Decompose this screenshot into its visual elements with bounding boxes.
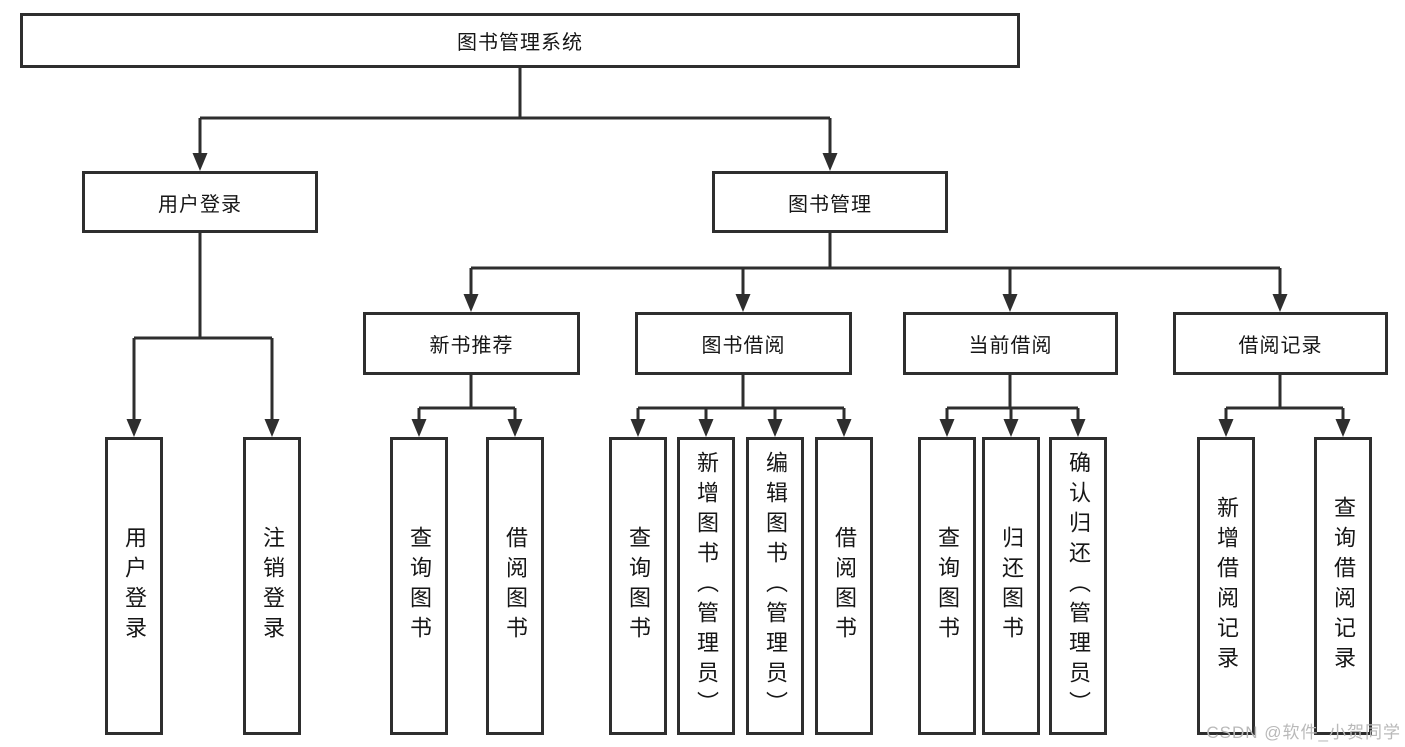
leaf-edit-books-admin: 编辑图书（管理员） xyxy=(746,437,804,735)
leaf-confirm-return-admin: 确认归还（管理员） xyxy=(1049,437,1107,735)
arrowheads xyxy=(126,153,1351,437)
leaf-add-books-admin: 新增图书（管理员） xyxy=(677,437,735,735)
node-root-library-system: 图书管理系统 xyxy=(20,13,1020,68)
leaf-borrow-books: 借阅图书 xyxy=(815,437,873,735)
leaf-query-books-borrow: 查询图书 xyxy=(609,437,667,735)
node-user-login: 用户登录 xyxy=(82,171,318,233)
node-current-borrowing: 当前借阅 xyxy=(903,312,1118,375)
node-book-borrowing: 图书借阅 xyxy=(635,312,852,375)
node-borrowing-records: 借阅记录 xyxy=(1173,312,1388,375)
leaf-borrow-books-recommend: 借阅图书 xyxy=(486,437,544,735)
node-book-management: 图书管理 xyxy=(712,171,948,233)
node-new-book-recommend: 新书推荐 xyxy=(363,312,580,375)
leaf-query-books-recommend: 查询图书 xyxy=(390,437,448,735)
leaf-query-books-current: 查询图书 xyxy=(918,437,976,735)
leaf-query-borrow-record: 查询借阅记录 xyxy=(1314,437,1372,735)
leaf-add-borrow-record: 新增借阅记录 xyxy=(1197,437,1255,735)
leaf-user-login: 用户登录 xyxy=(105,437,163,735)
leaf-logout: 注销登录 xyxy=(243,437,301,735)
leaf-return-books: 归还图书 xyxy=(982,437,1040,735)
csdn-watermark: CSDN @软件_小贺同学 xyxy=(1206,723,1401,742)
